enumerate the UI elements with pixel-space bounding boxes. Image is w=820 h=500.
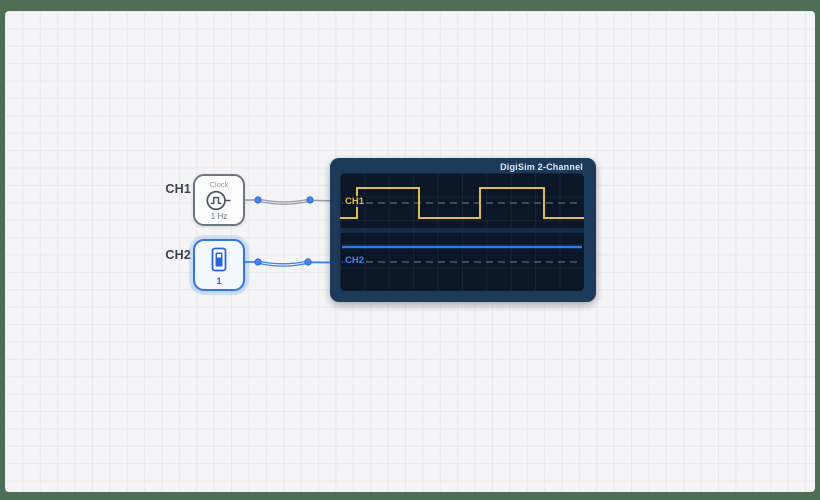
net-label-ch1: CH1 <box>165 182 191 196</box>
net-label-ch2: CH2 <box>165 248 191 262</box>
oscilloscope-title: DigiSim 2-Channel <box>500 162 583 172</box>
wire-ch1[interactable] <box>245 198 339 205</box>
oscilloscope-panel[interactable]: DigiSim 2-Channel CH1 CH2 <box>330 158 596 302</box>
wire-node[interactable] <box>254 258 262 266</box>
clock-component[interactable]: Clock 1 Hz <box>193 174 245 226</box>
clock-frequency: 1 Hz <box>210 212 228 221</box>
clock-waveform-icon <box>206 190 231 211</box>
circuit-canvas[interactable]: CH1 CH2 Clock 1 Hz 1 <box>5 11 815 492</box>
toggle-button-icon <box>211 247 227 272</box>
wire-node[interactable] <box>304 258 312 266</box>
scope-ch1-label: CH1 <box>343 196 367 207</box>
wire-node[interactable] <box>306 196 314 204</box>
wire-ch2[interactable] <box>245 260 339 267</box>
oscilloscope-screen: CH1 CH2 <box>340 173 584 291</box>
scope-ch2-label: CH2 <box>343 255 367 266</box>
button-value-label: 1 <box>216 276 222 286</box>
input-button-component[interactable]: 1 <box>193 239 245 291</box>
wire-node[interactable] <box>254 196 262 204</box>
channel-divider <box>340 228 584 233</box>
clock-title: Clock <box>209 180 229 189</box>
